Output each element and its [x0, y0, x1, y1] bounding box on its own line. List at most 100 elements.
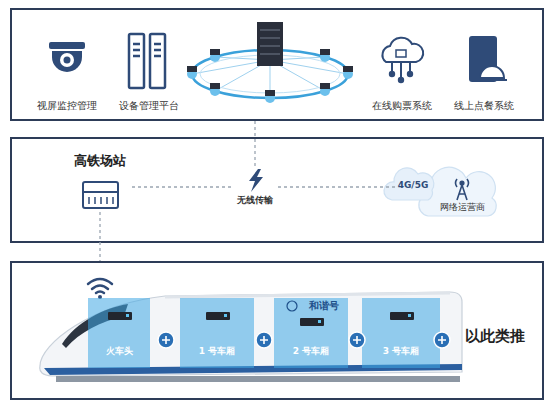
link-badge — [158, 332, 450, 348]
antenna-icon — [460, 181, 464, 185]
icon-label: 线上点餐系统 — [452, 100, 516, 112]
dashed-connector — [254, 121, 255, 168]
onboard-device — [206, 312, 230, 320]
tablet-icon — [480, 66, 504, 78]
network-ring — [320, 49, 330, 55]
device-led — [224, 314, 227, 317]
link-badge — [256, 332, 272, 348]
tablet-icon — [469, 36, 507, 82]
train-logo — [287, 301, 297, 311]
link-badge — [349, 332, 365, 348]
network-ring — [320, 83, 330, 89]
cloud-system-icon — [399, 78, 403, 82]
station-router: 高铁场站 — [68, 152, 132, 212]
station-label: 高铁场站 — [68, 154, 132, 169]
train-illustration — [165, 293, 450, 297]
train-logo — [287, 301, 297, 311]
onboard-device — [108, 312, 132, 320]
train-body: 和谐号火车头 1 号车厢 2 号车厢 3 号车厢 — [30, 282, 460, 382]
carrier-label: 网络运营商 — [432, 202, 492, 212]
camera-icon — [49, 42, 85, 72]
car-section: 3 号车厢 — [362, 298, 440, 368]
wireless-link: 无线传输 — [232, 168, 278, 206]
wifi-symbol — [96, 292, 104, 294]
antenna-icon — [456, 179, 469, 200]
car-label: 3 号车厢 — [362, 346, 440, 356]
icon-label: 视屏监控管理 — [35, 100, 99, 112]
onboard-device — [300, 318, 324, 326]
cloud-system-icon — [382, 38, 423, 62]
train-name: 和谐号 — [298, 300, 350, 312]
car-section: 1 号车厢 — [180, 298, 254, 368]
app-icon: 在线购票系统 — [370, 35, 434, 112]
link-badge — [162, 336, 446, 344]
system-panel: 视屏监控管理 设备管理平台 在线购票系统 线上点餐系统 — [10, 8, 544, 121]
network-ring — [187, 66, 197, 72]
wifi-symbol — [92, 286, 108, 290]
camera-icon — [64, 57, 71, 64]
onboard-device — [108, 312, 414, 326]
device-led — [126, 314, 411, 323]
router-icon — [83, 182, 118, 208]
wifi-symbol — [88, 279, 112, 284]
network-ring — [210, 49, 220, 55]
network-label: 4G/5G — [395, 180, 431, 190]
network-ring — [187, 49, 353, 96]
lightning-icon — [249, 169, 263, 192]
device-led — [318, 320, 321, 323]
cloud-system-icon — [396, 50, 406, 57]
lightning-icon — [249, 169, 263, 192]
network-ring — [210, 83, 220, 89]
network-ring — [187, 52, 353, 103]
server-icon — [150, 34, 165, 88]
cloud-system-icon — [382, 38, 423, 83]
router-icon — [83, 182, 118, 208]
dashed-connector — [99, 212, 100, 261]
dashed-connector — [132, 186, 232, 187]
network-ring — [265, 90, 275, 96]
train-illustration — [40, 292, 462, 382]
server-icon — [129, 34, 144, 88]
cloud-shape — [384, 167, 496, 216]
camera-icon — [49, 42, 85, 49]
station-panel: 高铁场站无线传输 4G/5G 网络运营商 — [10, 137, 544, 243]
link-label: 无线传输 — [232, 195, 278, 205]
app-icon: 视屏监控管理 — [35, 38, 99, 112]
car-section: 火车头 — [88, 298, 150, 368]
cloud-shape — [384, 168, 434, 200]
cloud-system-icon — [390, 72, 394, 76]
network-ring — [257, 22, 283, 66]
tablet-icon — [477, 79, 507, 81]
router-icon — [83, 191, 118, 193]
car-label: 1 号车厢 — [180, 346, 254, 356]
app-icon: 设备管理平台 — [117, 30, 181, 112]
server-icon — [129, 34, 165, 88]
car-label: 火车头 — [88, 346, 150, 356]
link-badge — [434, 332, 450, 348]
icon-label: 在线购票系统 — [370, 100, 434, 112]
network-ring — [343, 66, 353, 72]
train-illustration — [40, 292, 462, 376]
network-ring — [260, 30, 280, 54]
continuation-note: 以此类推 — [463, 328, 527, 345]
train-illustration — [56, 376, 460, 382]
dashed-connector — [278, 186, 395, 187]
cloud-system-icon — [408, 72, 412, 76]
server-icon — [133, 44, 161, 56]
icon-label: 设备管理平台 — [117, 100, 181, 112]
camera-icon — [60, 53, 74, 67]
onboard-device — [390, 312, 414, 320]
antenna-icon — [457, 185, 467, 200]
network-ring — [187, 22, 353, 103]
carrier-cloud: 4G/5G 网络运营商 — [395, 158, 513, 222]
router-icon — [89, 197, 113, 204]
link-badge — [158, 332, 174, 348]
device-led — [126, 314, 129, 317]
antenna-icon — [456, 179, 469, 187]
wifi-symbol — [88, 279, 112, 299]
app-icon: 线上点餐系统 — [452, 35, 516, 112]
train-panel: 和谐号火车头 1 号车厢 2 号车厢 3 号车厢 — [10, 261, 544, 400]
car-label: 2 号车厢 — [274, 346, 348, 356]
